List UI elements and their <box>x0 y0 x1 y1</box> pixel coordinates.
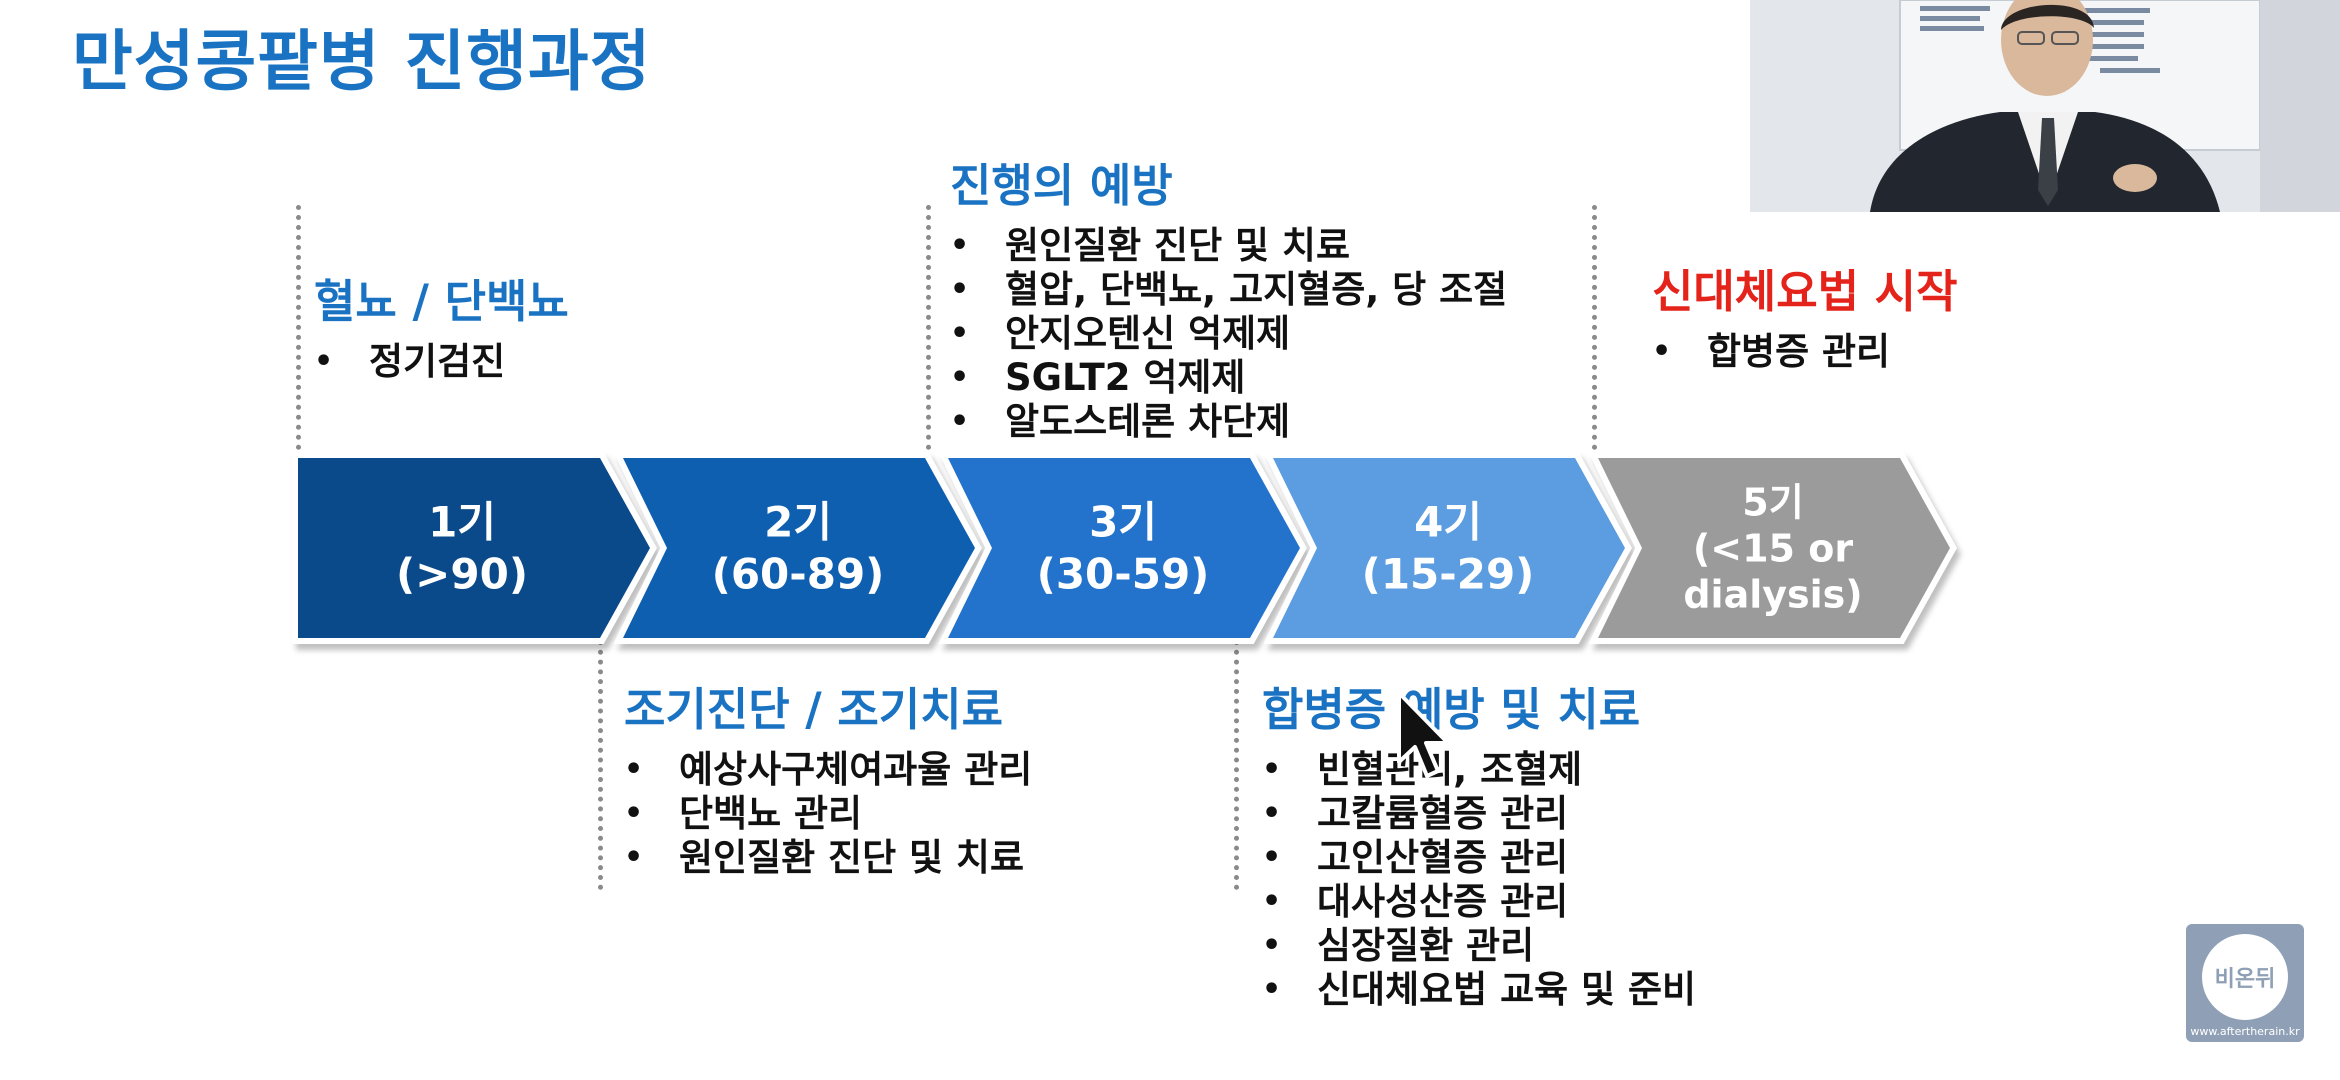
list-item: 심장질환 관리 <box>1262 924 1696 968</box>
divider-stage1-top <box>296 205 301 450</box>
divider-stage2-bottom <box>598 640 603 890</box>
early-treatment-block: 조기진단 / 조기치료 예상사구체여과율 관리 단백뇨 관리 원인질환 진단 및… <box>624 680 1032 880</box>
divider-stage5-top <box>1592 205 1597 450</box>
stage-1-label-line-2: (>90) <box>396 550 528 599</box>
stage-5-label-line-2: (<15 or <box>1693 526 1853 570</box>
complication-heading: 합병증 예방 및 치료 <box>1262 683 1641 736</box>
hematuria-list: 정기검진 <box>314 340 569 384</box>
stage-chevron-5 <box>1598 458 1950 638</box>
stage-1-label-line-1: 1기 <box>428 498 496 547</box>
prevention-list: 원인질환 진단 및 치료 혈압, 단백뇨, 고지혈증, 당 조절 안지오텐신 억… <box>950 224 1507 444</box>
logo-url: www.aftertherain.kr <box>2190 1025 2300 1038</box>
list-item: 안지오텐신 억제제 <box>950 312 1507 356</box>
stage-5-label-line-1: 5기 <box>1742 480 1803 524</box>
logo-text: 비온뒤 <box>2202 934 2288 1020</box>
prevention-block: 진행의 예방 원인질환 진단 및 치료 혈압, 단백뇨, 고지혈증, 당 조절 … <box>950 156 1507 444</box>
divider-stage3-top <box>926 205 931 450</box>
hematuria-block: 혈뇨 / 단백뇨 정기검진 <box>314 272 569 384</box>
stage-chevron-2 <box>623 458 975 638</box>
list-item: 고인산혈증 관리 <box>1262 836 1696 880</box>
list-item: 원인질환 진단 및 치료 <box>624 836 1032 880</box>
early-treatment-heading: 조기진단 / 조기치료 <box>624 683 1003 736</box>
complication-list: 빈혈관리, 조혈제 고칼륨혈증 관리 고인산혈증 관리 대사성산증 관리 심장질… <box>1262 748 1696 1012</box>
list-item: 신대체요법 교육 및 준비 <box>1262 968 1696 1012</box>
channel-logo: 비온뒤 www.aftertherain.kr <box>2186 924 2304 1042</box>
rrt-block: 신대체요법 시작 합병증 관리 <box>1652 262 1957 374</box>
list-item: 원인질환 진단 및 치료 <box>950 224 1507 268</box>
prevention-heading: 진행의 예방 <box>950 159 1173 212</box>
list-item: 혈압, 단백뇨, 고지혈증, 당 조절 <box>950 268 1507 312</box>
list-item: 단백뇨 관리 <box>624 792 1032 836</box>
divider-stage4-bottom <box>1234 640 1239 890</box>
list-item: 합병증 관리 <box>1652 330 1957 374</box>
list-item: 알도스테론 차단제 <box>950 400 1507 444</box>
list-item: SGLT2 억제제 <box>950 356 1507 400</box>
stage-4-label-line-2: (15-29) <box>1362 550 1535 599</box>
complication-block: 합병증 예방 및 치료 빈혈관리, 조혈제 고칼륨혈증 관리 고인산혈증 관리 … <box>1262 680 1696 1012</box>
list-item: 빈혈관리, 조혈제 <box>1262 748 1696 792</box>
list-item: 예상사구체여과율 관리 <box>624 748 1032 792</box>
stage-chevron-3 <box>948 458 1300 638</box>
stage-2-label-line-1: 2기 <box>764 498 832 547</box>
list-item: 대사성산증 관리 <box>1262 880 1696 924</box>
slide-title: 만성콩팥병 진행과정 <box>72 23 652 100</box>
stage-2-label-line-2: (60-89) <box>712 550 885 599</box>
early-treatment-list: 예상사구체여과율 관리 단백뇨 관리 원인질환 진단 및 치료 <box>624 748 1032 880</box>
stage-4-label-line-1: 4기 <box>1414 498 1482 547</box>
stage-3-label-line-2: (30-59) <box>1037 550 1210 599</box>
stage-3-label-line-1: 3기 <box>1089 498 1157 547</box>
presenter-video-inset <box>1750 0 2340 212</box>
list-item: 고칼륨혈증 관리 <box>1262 792 1696 836</box>
stage-chevron-4 <box>1273 458 1625 638</box>
stage-5-label-line-3: dialysis) <box>1683 572 1862 616</box>
list-item: 정기검진 <box>314 340 569 384</box>
rrt-list: 합병증 관리 <box>1652 330 1957 374</box>
rrt-heading: 신대체요법 시작 <box>1652 265 1958 318</box>
presenter-image <box>1750 0 2340 212</box>
stage-chevron-1 <box>298 458 650 638</box>
mouse-cursor-icon <box>1397 691 1450 778</box>
hematuria-heading: 혈뇨 / 단백뇨 <box>314 275 569 328</box>
